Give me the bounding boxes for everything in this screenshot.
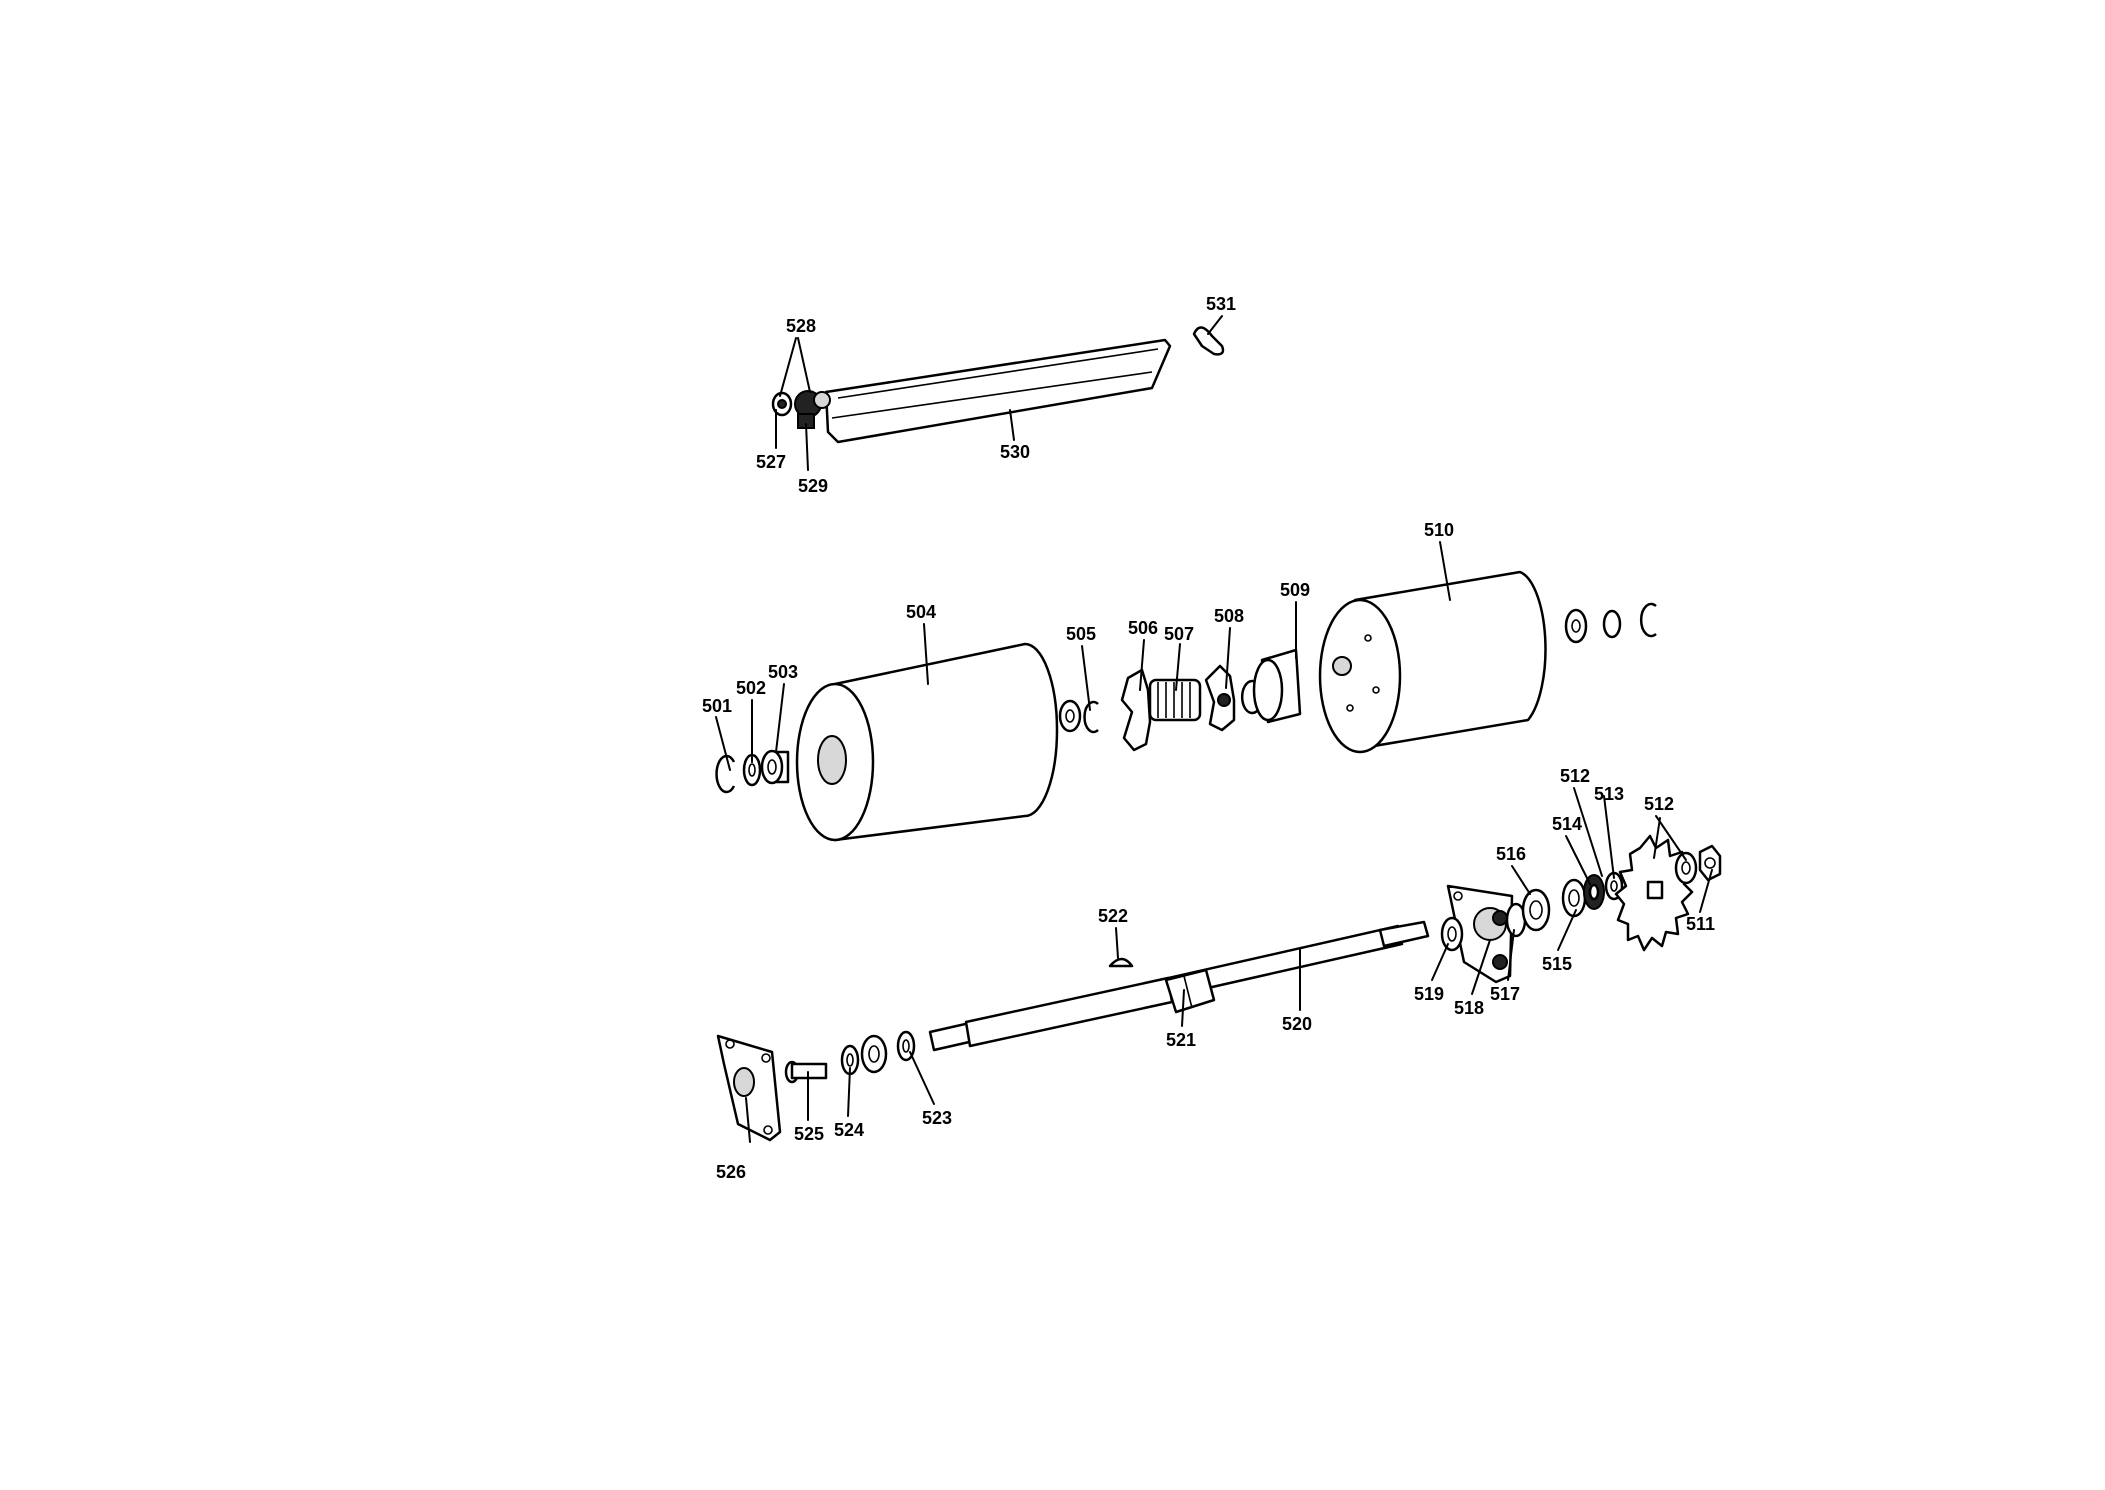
label-516: 516 <box>1496 844 1526 864</box>
roller-510 <box>1318 570 1547 754</box>
label-529: 529 <box>798 476 828 496</box>
label-528: 528 <box>786 316 816 336</box>
label-501: 501 <box>702 696 732 716</box>
clamp-528 <box>794 390 831 418</box>
washer-512b <box>1674 851 1698 885</box>
bearing-515 <box>1561 878 1587 918</box>
part-labels: 501 502 503 504 505 506 507 508 509 510 … <box>702 294 1715 1182</box>
label-507: 507 <box>1164 624 1194 644</box>
hook-531 <box>1192 326 1225 356</box>
label-518: 518 <box>1454 998 1484 1018</box>
leader-lines <box>715 315 1713 1143</box>
label-515: 515 <box>1542 954 1572 974</box>
label-517: 517 <box>1490 984 1520 1004</box>
label-510: 510 <box>1424 520 1454 540</box>
label-527: 527 <box>756 452 786 472</box>
label-506: 506 <box>1128 618 1158 638</box>
scraper-blade-530 <box>824 338 1172 444</box>
label-502: 502 <box>736 678 766 698</box>
label-508: 508 <box>1214 606 1244 626</box>
label-504: 504 <box>906 602 936 622</box>
label-522: 522 <box>1098 906 1128 926</box>
roller-504 <box>795 642 1059 842</box>
sprocket-513 <box>1614 834 1694 952</box>
label-519: 519 <box>1414 984 1444 1004</box>
washer-519 <box>1440 916 1464 952</box>
end-bearing-510 <box>1564 602 1657 644</box>
label-514: 514 <box>1552 814 1582 834</box>
bearing-516 <box>1521 888 1551 932</box>
label-503: 503 <box>768 662 798 682</box>
flange-506 <box>1120 668 1152 752</box>
label-511: 511 <box>1686 914 1715 934</box>
spring-507 <box>1148 678 1202 722</box>
label-531: 531 <box>1206 294 1236 314</box>
bearing-505 <box>1058 699 1099 734</box>
label-525: 525 <box>794 1124 824 1144</box>
label-524: 524 <box>834 1120 864 1140</box>
star-plate-508 <box>1204 664 1236 732</box>
plate-526 <box>716 1034 782 1142</box>
label-526: 526 <box>716 1162 746 1182</box>
bracket-518 <box>1446 884 1514 984</box>
coupling-521 <box>1164 968 1216 1014</box>
label-509: 509 <box>1280 580 1310 600</box>
bolt-525 <box>784 1060 828 1084</box>
circlip-501 <box>715 754 736 794</box>
bearing-524b <box>860 1034 888 1074</box>
label-512a: 512 <box>1560 766 1590 786</box>
label-512b: 512 <box>1644 794 1674 814</box>
bearing-503 <box>760 749 790 785</box>
shaft-520 <box>928 920 1430 1052</box>
label-505: 505 <box>1066 624 1096 644</box>
bolt-527 <box>771 391 793 417</box>
key-522 <box>1108 957 1134 968</box>
label-521: 521 <box>1166 1030 1196 1050</box>
label-513: 513 <box>1594 784 1624 804</box>
label-520: 520 <box>1282 1014 1312 1034</box>
hub-509 <box>1252 648 1302 724</box>
label-530: 530 <box>1000 442 1030 462</box>
nut-511 <box>1698 844 1722 882</box>
label-523: 523 <box>922 1108 952 1128</box>
